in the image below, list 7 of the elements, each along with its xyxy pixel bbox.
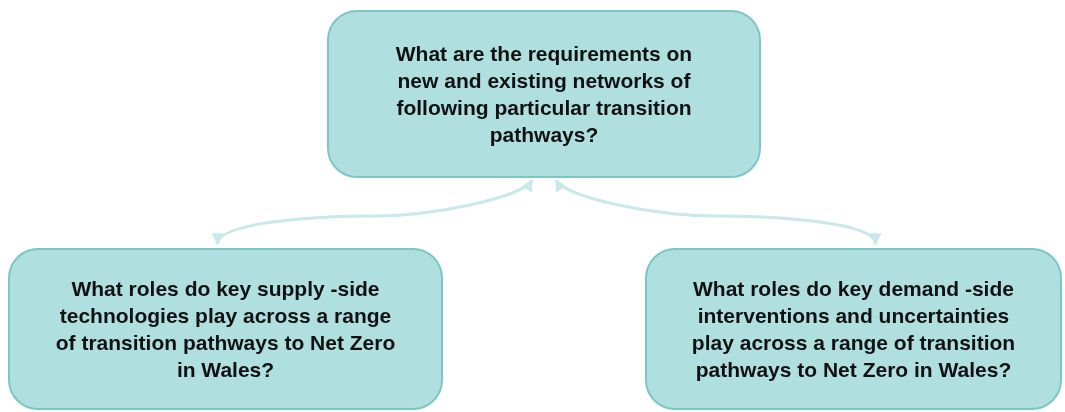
question-text: What are the requirements on new and existing networks of following particular transition pathways? xyxy=(394,41,694,148)
question-text: What roles do key supply -side technologies play across a range of transition pathways to Net Zero in Wales? xyxy=(54,276,397,383)
question-box xyxy=(327,10,761,178)
question-box xyxy=(8,248,443,410)
question-text: What roles do key demand -side interventions and uncertainties play across a range of transition pathways to Net Zero in Wales? xyxy=(690,276,1017,383)
double-arrow xyxy=(215,179,534,246)
question-box xyxy=(645,248,1062,410)
